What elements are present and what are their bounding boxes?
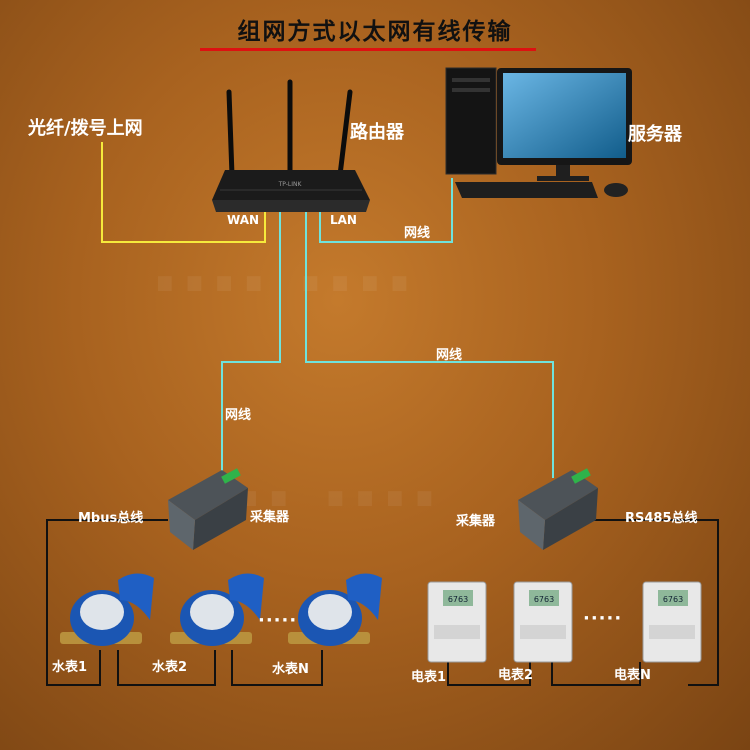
electric-meter-n-icon: 6763 <box>642 581 702 663</box>
title-underline <box>200 48 536 51</box>
meter-display-text: 6763 <box>448 595 468 604</box>
rs485-line <box>590 519 719 686</box>
water-meter-2-icon <box>170 573 264 646</box>
lan-label: LAN <box>330 213 357 227</box>
mbus-line-2 <box>117 650 216 686</box>
electric-meter-2-icon: 6763 <box>513 581 573 663</box>
left-collector-cable <box>221 212 281 478</box>
electric-meter-1-label: 电表1 <box>411 670 447 685</box>
water-meter-1-icon <box>60 573 154 646</box>
page-title: 组网方式以太网有线传输 <box>237 19 513 45</box>
meter-display-text: 6763 <box>663 595 683 604</box>
watermark-top: ···· ···· <box>150 240 415 330</box>
rs485-line-2 <box>447 662 531 686</box>
collector-right-icon <box>518 468 598 550</box>
collector-right-label: 采集器 <box>456 514 496 529</box>
electric-meter-2-label: 电表2 <box>498 668 534 683</box>
cable-server-label: 网线 <box>404 226 431 241</box>
mbus-line-3 <box>231 650 323 686</box>
electric-meter-1-icon: 6763 <box>427 581 487 663</box>
electric-meter-n-label: 电表N <box>614 668 651 683</box>
rs485-line-3 <box>551 662 641 686</box>
cable-left-label: 网线 <box>225 408 252 423</box>
server-icon <box>445 67 632 198</box>
mbus-line <box>46 519 168 686</box>
water-meter-n-label: 水表N <box>272 662 309 677</box>
wan-label: WAN <box>227 213 260 227</box>
right-collector-cable <box>305 212 554 478</box>
collector-left-label: 采集器 <box>250 510 290 525</box>
water-meter-n-icon <box>288 573 382 646</box>
internet-label: 光纤/拨号上网 <box>28 118 143 139</box>
wan-line <box>101 142 266 243</box>
router-brand-text: TP-LINK <box>278 181 303 188</box>
router-label: 路由器 <box>350 122 404 143</box>
rs485-label: RS485总线 <box>625 511 698 526</box>
water-dots: ····· <box>258 610 298 631</box>
water-meter-2-label: 水表2 <box>152 660 188 675</box>
router-icon: TP-LINK <box>212 79 370 212</box>
lan-server-cable <box>319 178 453 243</box>
collector-left-icon <box>168 468 248 550</box>
server-label: 服务器 <box>628 124 682 145</box>
meter-display-text: 6763 <box>534 595 554 604</box>
mbus-label: Mbus总线 <box>78 511 144 526</box>
electric-dots: ····· <box>583 608 623 629</box>
water-meter-1-label: 水表1 <box>52 660 88 675</box>
cable-right-label: 网线 <box>436 348 463 363</box>
